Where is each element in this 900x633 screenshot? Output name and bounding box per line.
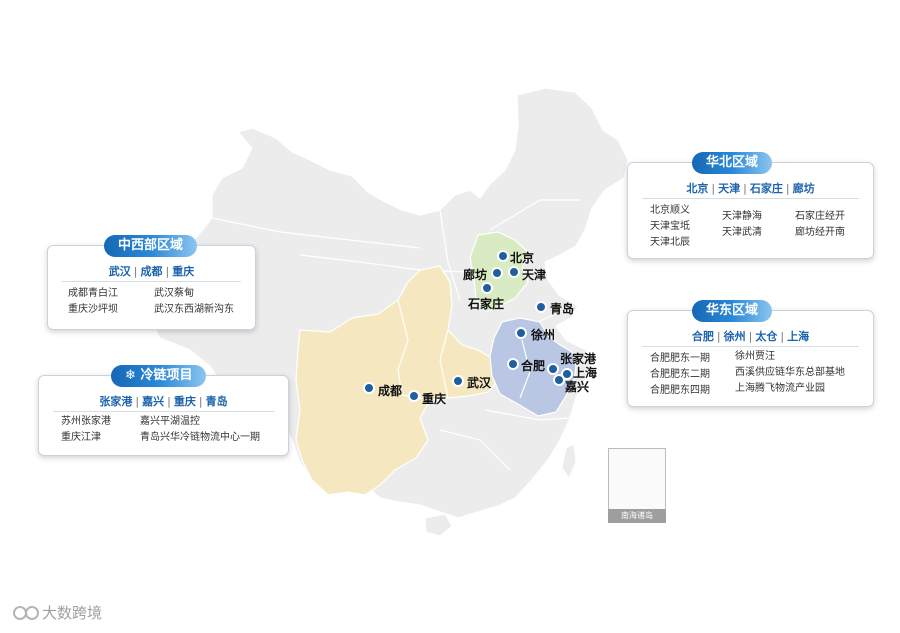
panel-city: 徐州 [723, 330, 746, 343]
project-item: 武汉东西湖新沟东 [154, 304, 234, 315]
project-item: 苏州张家港 [61, 416, 111, 427]
panel-north-cities: 北京|天津|石家庄|廊坊 [686, 182, 815, 195]
city-label-xuzhou: 徐州 [531, 328, 556, 342]
city-label-qingdao: 青岛 [550, 302, 575, 316]
brand-logo-icon [13, 606, 39, 620]
panel-city: 青岛 [205, 395, 228, 408]
panel-city: 上海 [787, 330, 810, 343]
project-item: 天津宝坻 [650, 221, 690, 232]
project-item: 天津静海 [722, 211, 762, 222]
panel-east-cities: 合肥|徐州|太仓|上海 [691, 330, 810, 343]
panel-central-west-title: 中西部区域 [104, 235, 198, 257]
panel-east: 华东区域 合肥|徐州|太仓|上海 合肥肥东一期 合肥肥东二期 合肥肥东四期 徐州… [627, 300, 874, 407]
project-item: 合肥肥东一期 [650, 353, 710, 364]
panel-north-col3: 石家庄经开 廊坊经开南 [795, 209, 845, 241]
city-marker [452, 375, 464, 387]
panel-north-col1: 北京顺义 天津宝坻 天津北辰 [650, 203, 690, 251]
city-marker [497, 250, 509, 262]
project-item: 嘉兴平湖温控 [140, 416, 200, 427]
project-item: 合肥肥东四期 [650, 385, 710, 396]
city-marker [363, 382, 375, 394]
panel-city: 张家港 [99, 395, 133, 408]
city-label-wuhan: 武汉 [467, 376, 492, 390]
panel-central-west-col2: 武汉蔡甸 武汉东西湖新沟东 [154, 286, 234, 318]
panel-north-col2: 天津静海 天津武清 [722, 209, 762, 241]
panel-central-west-col1: 成都青白江 重庆沙坪坝 [68, 286, 118, 318]
panel-east-col1: 合肥肥东一期 合肥肥东二期 合肥肥东四期 [650, 351, 710, 399]
panel-city: 石家庄 [749, 182, 783, 195]
project-item: 天津北辰 [650, 237, 690, 248]
project-item: 上海腾飞物流产业园 [735, 383, 825, 394]
brand-logo-text: 大数跨境 [42, 604, 103, 622]
panel-divider [62, 281, 241, 282]
south-sea-inset-label: 南海诸岛 [608, 509, 666, 523]
city-markers [363, 250, 573, 402]
panel-city: 重庆 [173, 395, 196, 408]
panel-cold-chain-title-pill: ❄ 冷链项目 [111, 365, 207, 387]
city-marker [508, 266, 520, 278]
panel-city: 太仓 [755, 330, 778, 343]
project-item: 西溪供应链华东总部基地 [735, 367, 845, 378]
project-item: 石家庄经开 [795, 211, 845, 222]
city-label-beijing: 北京 [510, 251, 535, 265]
taiwan-island [561, 443, 577, 480]
east-region [489, 317, 577, 417]
panel-north-title: 华北区域 [692, 152, 773, 174]
city-marker [553, 374, 565, 386]
city-label-chengdu: 成都 [378, 384, 403, 398]
city-marker [491, 267, 503, 279]
city-label-zhangjiagang: 张家港 [560, 352, 597, 366]
central-west-region [295, 265, 501, 496]
project-item: 青岛兴华冷链物流中心一期 [140, 432, 260, 443]
panel-city: 成都 [140, 265, 163, 278]
panel-divider [642, 346, 859, 347]
panel-divider [642, 198, 859, 199]
panel-cold-chain-col2: 嘉兴平湖温控 青岛兴华冷链物流中心一期 [140, 414, 260, 446]
hainan-island [424, 513, 453, 537]
panel-east-col2: 徐州贾汪 西溪供应链华东总部基地 上海腾飞物流产业园 [735, 349, 845, 397]
city-marker [547, 363, 559, 375]
city-label-chongqing: 重庆 [422, 392, 447, 406]
panel-city: 北京 [686, 182, 709, 195]
panel-city: 合肥 [691, 330, 714, 343]
panel-city: 廊坊 [792, 182, 815, 195]
city-label-tianjin: 天津 [522, 268, 547, 282]
city-marker [481, 282, 493, 294]
panel-cold-chain-cities: 张家港|嘉兴|重庆|青岛 [99, 395, 228, 408]
panel-north: 华北区域 北京|天津|石家庄|廊坊 北京顺义 天津宝坻 天津北辰 天津静海 天津… [627, 152, 874, 259]
panel-city: 重庆 [172, 265, 195, 278]
panel-cold-chain-col1: 苏州张家港 重庆江津 [61, 414, 111, 446]
panel-central-west: 中西部区域 武汉|成都|重庆 成都青白江 重庆沙坪坝 武汉蔡甸 武汉东西湖新沟东 [47, 235, 256, 330]
panel-central-west-cities: 武汉|成都|重庆 [108, 265, 195, 278]
east-region-boundary [519, 339, 531, 399]
panel-city: 武汉 [108, 265, 131, 278]
city-marker [507, 358, 519, 370]
snowflake-icon: ❄ [125, 368, 136, 383]
city-marker [515, 327, 527, 339]
city-marker [561, 368, 573, 380]
panel-cold-chain: ❄ 冷链项目 张家港|嘉兴|重庆|青岛 苏州张家港 重庆江津 嘉兴平湖温控 青岛… [38, 365, 289, 456]
city-marker [408, 390, 420, 402]
panel-divider [53, 411, 274, 412]
project-item: 北京顺义 [650, 205, 690, 216]
project-item: 徐州贾汪 [735, 351, 775, 362]
project-item: 合肥肥东二期 [650, 369, 710, 380]
project-item: 重庆江津 [61, 432, 101, 443]
panel-cold-chain-title: 冷链项目 [140, 368, 193, 383]
city-label-langfang: 廊坊 [463, 268, 488, 282]
panel-city: 嘉兴 [142, 395, 165, 408]
project-item: 成都青白江 [68, 288, 118, 299]
city-label-jiaxing: 嘉兴 [565, 380, 590, 394]
project-item: 天津武清 [722, 227, 762, 238]
city-label-hefei: 合肥 [521, 359, 546, 373]
city-label-shijiazhuang: 石家庄 [468, 297, 505, 311]
project-item: 武汉蔡甸 [154, 288, 194, 299]
city-label-shanghai: 上海 [573, 366, 598, 380]
project-item: 廊坊经开南 [795, 227, 845, 238]
city-marker [535, 301, 547, 313]
panel-east-title: 华东区域 [692, 300, 773, 322]
panel-city: 天津 [718, 182, 741, 195]
project-item: 重庆沙坪坝 [68, 304, 118, 315]
